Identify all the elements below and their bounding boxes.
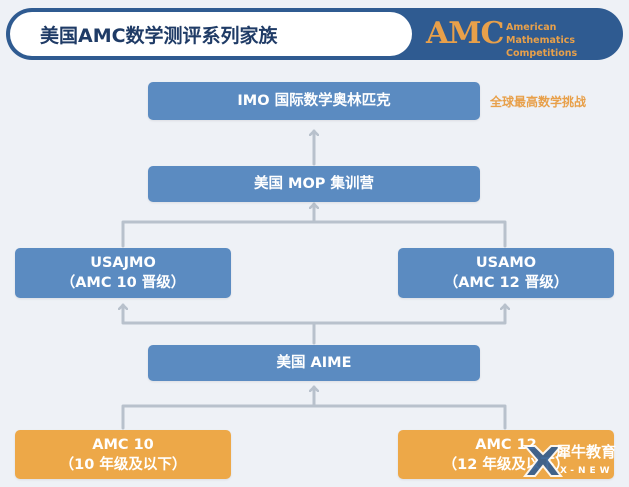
- node-amc10-sub: （10 年级及以下）: [59, 456, 187, 473]
- node-mop: 美国 MOP 集训营: [148, 166, 480, 202]
- node-usamo: USAMO （AMC 12 晋级）: [398, 248, 614, 298]
- watermark-text: 犀牛教育: [556, 443, 617, 461]
- node-amc10-label: AMC 10: [92, 436, 154, 453]
- logo-subtitle-line2: Competitions: [506, 48, 578, 59]
- node-usajmo-label: USAJMO: [90, 255, 156, 271]
- amc-logo-subtitle: American Mathematics Competitions: [506, 21, 622, 60]
- node-mop-label: 美国 MOP 集训营: [254, 176, 374, 192]
- node-aime: 美国 AIME: [148, 345, 480, 381]
- node-amc12-label: AMC 12: [475, 436, 537, 453]
- node-usamo-label: USAMO: [475, 255, 537, 271]
- node-usamo-sub: （AMC 12 晋级）: [443, 275, 569, 291]
- node-amc10: AMC 10 （10 年级及以下）: [15, 430, 231, 479]
- node-usajmo: USAJMO （AMC 10 晋级）: [15, 248, 231, 298]
- header-banner: 美国AMC数学测评系列家族 AMC American Mathematics C…: [6, 8, 623, 60]
- connector-amc-to-aime: [121, 404, 507, 430]
- header-title-pill: 美国AMC数学测评系列家族: [10, 12, 412, 56]
- watermark-logo-icon: [522, 445, 564, 477]
- connector-aime-branches: [121, 312, 507, 325]
- node-aime-label: 美国 AIME: [276, 355, 352, 371]
- amc-logo: AMC: [426, 16, 504, 51]
- connector-usajmo-usamo-to-mop: [121, 220, 507, 248]
- logo-subtitle-line1: American Mathematics: [506, 22, 576, 46]
- node-usajmo-sub: （AMC 10 晋级）: [60, 275, 186, 291]
- node-imo: IMO 国际数学奥林匹克: [148, 82, 480, 120]
- watermark-subtext: X-NEW: [560, 466, 614, 476]
- page-title: 美国AMC数学测评系列家族: [40, 24, 278, 47]
- node-imo-label: IMO 国际数学奥林匹克: [237, 93, 391, 109]
- imo-note: 全球最高数学挑战: [490, 95, 587, 109]
